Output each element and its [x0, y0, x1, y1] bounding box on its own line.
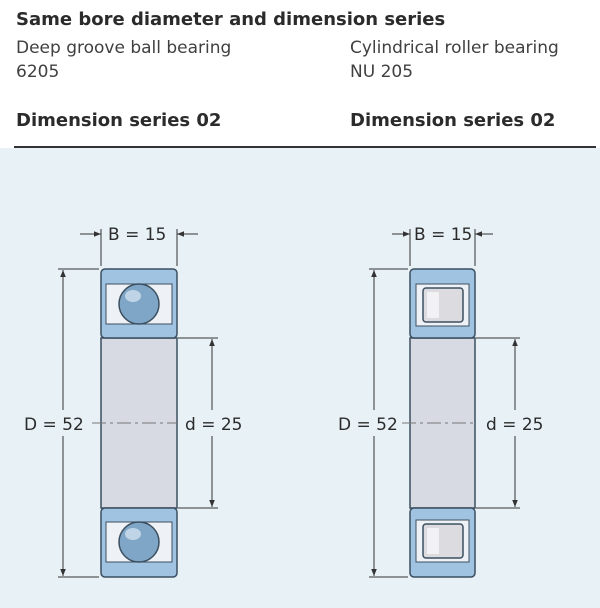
roller-bearing-diagram: B = 15 D = 52 d = 25: [338, 225, 543, 578]
ball-outer-label: D = 52: [24, 415, 84, 435]
ball-top: [118, 283, 160, 325]
ball-bearing-diagram: B = 15 D = 52 d = 25: [24, 225, 242, 578]
diagram-area: [0, 148, 600, 608]
right-bearing-type: Cylindrical roller bearing: [350, 38, 559, 58]
ball-bearing-bottom-section: [100, 507, 178, 578]
left-bearing-designation: 6205: [16, 62, 60, 82]
ball-top-highlight: [125, 290, 141, 302]
right-dimension-series: Dimension series 02: [350, 110, 556, 131]
left-dimension-series: Dimension series 02: [16, 110, 222, 131]
roller-outer-label: D = 52: [338, 415, 398, 435]
right-bearing-designation: NU 205: [350, 62, 414, 82]
ball-width-label: B = 15: [108, 225, 166, 245]
header-divider: [14, 146, 596, 148]
header: Same bore diameter and dimension series …: [0, 0, 600, 148]
left-bearing-type: Deep groove ball bearing: [16, 38, 232, 58]
ball-bottom: [118, 521, 160, 563]
ball-bottom-highlight: [125, 528, 141, 540]
ball-bearing-top-section: [100, 268, 178, 339]
roller-bearing-top-section: [409, 268, 476, 339]
roller-top-highlight: [427, 292, 439, 318]
roller-bore-label: d = 25: [486, 415, 543, 435]
roller-bottom-highlight: [427, 528, 439, 554]
roller-width-label: B = 15: [414, 225, 472, 245]
page-title: Same bore diameter and dimension series: [16, 9, 446, 30]
ball-bore-label: d = 25: [185, 415, 242, 435]
roller-bearing-bottom-section: [409, 507, 476, 578]
